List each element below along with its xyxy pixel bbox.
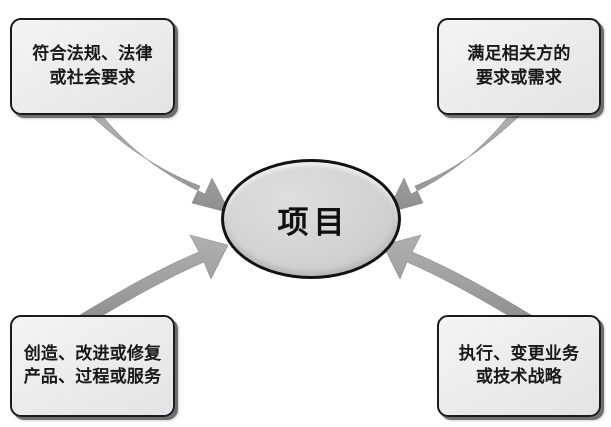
node-box-top-left[interactable]: 符合法规、法律 或社会要求 (10, 18, 175, 115)
node-box-bottom-right[interactable]: 执行、变更业务 或技术战略 (437, 315, 601, 417)
arrow-top-right-to-center (386, 115, 520, 214)
node-box-bottom-right-label: 执行、变更业务 或技术战略 (458, 343, 580, 387)
center-node-project[interactable]: 项目 (221, 159, 401, 279)
node-box-bottom-left-label: 创造、改进或修复 产品、过程或服务 (23, 343, 162, 387)
node-box-top-right-label: 满足相关方的 要求或需求 (467, 44, 571, 88)
center-node-label: 项目 (277, 204, 350, 241)
node-box-top-right[interactable]: 满足相关方的 要求或需求 (437, 18, 601, 115)
node-box-top-left-label: 符合法规、法律 或社会要求 (32, 44, 153, 88)
node-box-bottom-left[interactable]: 创造、改进或修复 产品、过程或服务 (10, 315, 175, 417)
arrow-bottom-left-to-center (79, 234, 229, 323)
arrow-top-left-to-center (91, 115, 231, 214)
arrow-bottom-right-to-center (382, 234, 532, 323)
